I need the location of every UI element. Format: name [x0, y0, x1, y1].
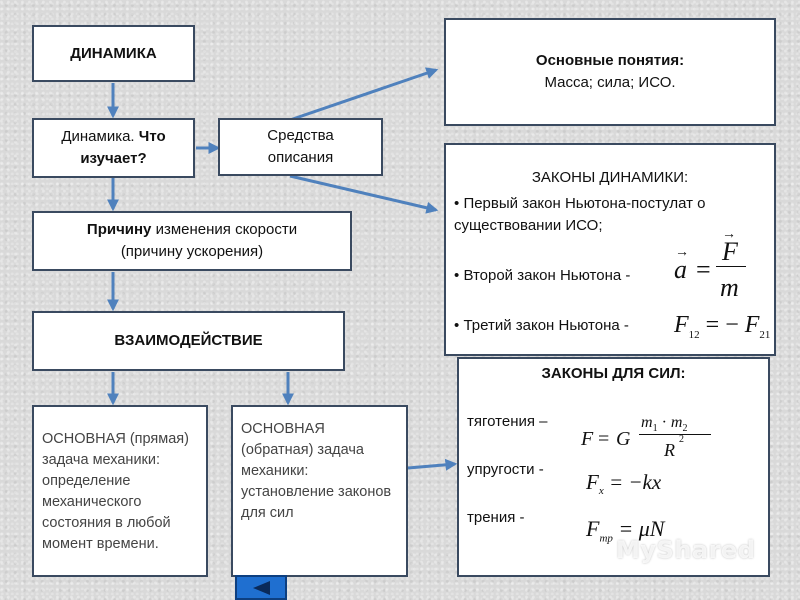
friction-label: трения - — [467, 509, 525, 526]
dynamics-label: ДИНАМИКА — [70, 44, 157, 62]
newton-third-formula: F12 = − F21 — [674, 312, 771, 341]
direct-task-text: ОСНОВНАЯ (прямая) задача механики: опред… — [42, 431, 189, 553]
watermark-logo: MyShared — [616, 536, 756, 564]
interaction-label: ВЗАИМОДЕЙСТВИЕ — [114, 332, 263, 350]
what-studies-text: Динамика. Что изучает? — [61, 128, 166, 167]
reason-line2: (причину ускорения) — [120, 243, 264, 260]
forces-title: ЗАКОНЫ ДЛЯ СИЛ: — [541, 365, 686, 382]
law-second: • Второй закон Ньютона - — [454, 267, 631, 284]
concepts-title: Основные понятия: — [535, 52, 685, 69]
a-vector: a — [674, 255, 687, 284]
means-box: Средства описания — [218, 118, 383, 176]
direct-task-box: ОСНОВНАЯ (прямая) задача механики: опред… — [32, 405, 208, 577]
laws-title: ЗАКОНЫ ДИНАМИКИ: — [531, 169, 689, 186]
triangle-left-icon — [253, 580, 270, 595]
dynamics-laws-box: ЗАКОНЫ ДИНАМИКИ: • Первый закон Ньютона-… — [444, 143, 776, 356]
law-first: • Первый закон Ньютона-постулат о сущест… — [454, 195, 706, 234]
inverse-task-text: ОСНОВНАЯ (обратная) задача механики: уст… — [241, 421, 392, 522]
what-studies-box: Динамика. Что изучает? — [32, 118, 195, 178]
means-line2: описания — [267, 149, 334, 166]
reason-box: Причину изменения скорости (причину уско… — [32, 211, 352, 271]
vector-arrow-icon: → — [722, 227, 736, 242]
dynamics-box: ДИНАМИКА — [32, 25, 195, 82]
gravity-label: тяготения – — [467, 413, 548, 430]
elastic-formula: Fx = −kx — [586, 470, 662, 498]
vector-arrow-icon: → — [675, 245, 689, 260]
force-laws-box: ЗАКОНЫ ДЛЯ СИЛ: тяготения – упругости - … — [457, 357, 770, 577]
concepts-text: Масса; сила; ИСО. — [544, 73, 676, 91]
back-button[interactable] — [235, 575, 287, 600]
friction-formula: Fтр = μN — [586, 516, 665, 545]
gravity-formula: F = G m1 · m2 R 2 — [581, 414, 721, 461]
inverse-task-box: ОСНОВНАЯ (обратная) задача механики: уст… — [231, 405, 408, 577]
means-line1: Средства — [267, 127, 334, 145]
elastic-label: упругости - — [467, 461, 544, 478]
concepts-box: Основные понятия: Масса; сила; ИСО. — [444, 18, 776, 126]
law-third: • Третий закон Ньютона - — [454, 317, 629, 334]
interaction-box: ВЗАИМОДЕЙСТВИЕ — [32, 311, 345, 371]
reason-line1: Причину изменения скорости — [86, 221, 298, 239]
